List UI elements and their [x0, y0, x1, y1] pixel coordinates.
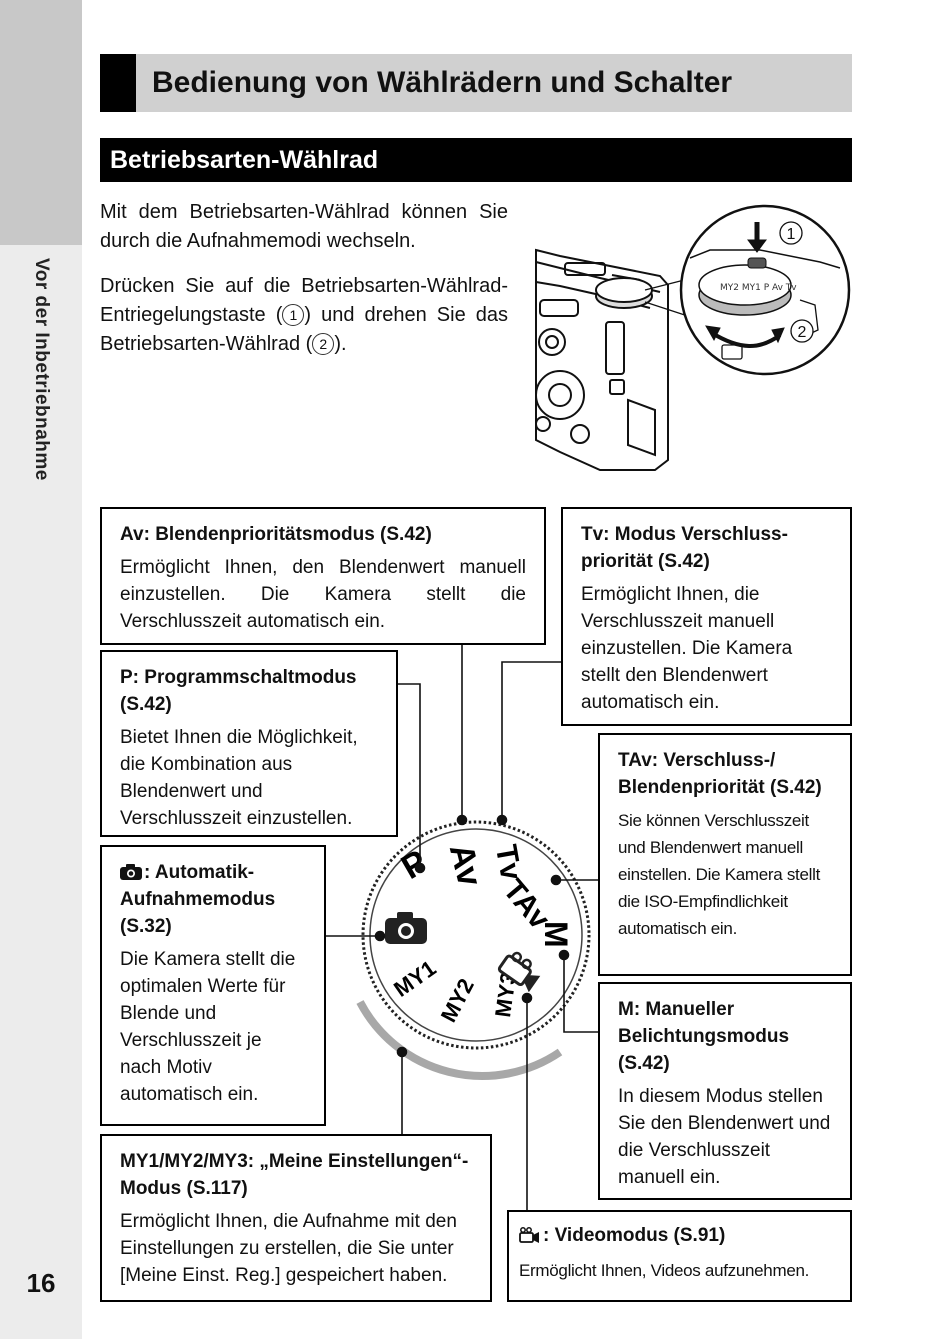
callout-1: 1: [787, 226, 796, 243]
box-auto-mode: : Automatik-Aufnahmemodus (S.32) Die Kam…: [100, 845, 326, 1126]
intro-text-part: Drücken Sie auf die Betriebsarten-Wählra…: [100, 275, 508, 326]
marker-2: 2: [312, 333, 335, 355]
box-p-title: P: Programmschaltmodus (S.42): [120, 667, 357, 715]
box-auto-body: Die Kamera stellt die optimalen Werte fü…: [120, 949, 296, 1105]
callout-2: 2: [798, 324, 807, 341]
box-my-body: Ermöglicht Ihnen, die Aufnahme mit den E…: [120, 1211, 457, 1286]
box-video-title: : Videomodus (S.91): [519, 1222, 840, 1249]
box-tv-body: Ermöglicht Ihnen, die Verschlusszeit man…: [581, 584, 793, 713]
box-m-mode: M: Manueller Belichtungsmodus (S.42) In …: [598, 982, 852, 1200]
section-title: Betriebsarten-Wählrad: [110, 146, 379, 174]
video-camera-icon: [497, 951, 541, 993]
svg-text:MY2 MY1 P Av Tv: MY2 MY1 P Av Tv: [720, 283, 797, 293]
box-tav-title: TAv: Verschluss-/ Blendenpriorität (S.42…: [618, 750, 822, 798]
box-p-body: Bietet Ihnen die Möglichkeit, die Kombin…: [120, 727, 358, 829]
box-auto-title-text: : Automatik-Aufnahmemodus (S.32): [120, 862, 276, 937]
camera-icon: [120, 864, 142, 880]
intro-text-part: ) und drehen Sie das Betriebsarten-Wählr…: [100, 304, 508, 355]
inset-detail: MY2 MY1 P Av Tv: [679, 204, 851, 376]
intro-text-part: ).: [334, 333, 347, 355]
callout-2-badge: [790, 319, 814, 343]
title-marker: [100, 54, 136, 112]
callout-1-badge: [779, 221, 803, 245]
box-tav-body: Sie können Verschlusszeit und Blendenwer…: [618, 811, 821, 938]
box-video-mode: : Videomodus (S.91) Ermöglicht Ihnen, Vi…: [507, 1210, 852, 1302]
side-band-tab: [0, 0, 82, 245]
camera-icon: [385, 912, 427, 944]
box-my-title: MY1/MY2/MY3: „Meine Einstellungen“-Modus…: [120, 1151, 469, 1199]
box-my-mode: MY1/MY2/MY3: „Meine Einstellungen“-Modus…: [100, 1134, 492, 1302]
dial-label-tv: Tv: [489, 842, 528, 883]
box-tv-title: Tv: Modus Verschluss-priorität (S.42): [581, 524, 788, 572]
box-auto-title: : Automatik-Aufnahmemodus (S.32): [120, 859, 306, 940]
box-tv-mode: Tv: Modus Verschluss-priorität (S.42) Er…: [561, 507, 852, 726]
box-av-title: Av: Blendenprioritätsmodus (S.42): [120, 524, 432, 545]
mode-dial: P Av Tv TAv M MY1 MY2 MY3: [356, 820, 591, 1080]
intro-paragraph-1: Mit dem Betriebsarten-Wählrad können Sie…: [100, 201, 508, 252]
box-p-mode: P: Programmschaltmodus (S.42) Bietet Ihn…: [100, 650, 398, 837]
box-m-title: M: Manueller Belichtungsmodus (S.42): [618, 999, 790, 1074]
video-camera-icon: [519, 1227, 539, 1243]
intro-paragraph-2: Drücken Sie auf die Betriebsarten-Wählra…: [100, 272, 508, 359]
section-heading-bar: Betriebsarten-Wählrad: [100, 138, 852, 182]
box-av-body: Ermöglicht Ihnen, den Blendenwert manuel…: [120, 557, 526, 632]
page-title-bar: Bedienung von Wählrädern und Schalter: [100, 54, 852, 112]
box-m-body: In diesem Modus stellen Sie den Blendenw…: [618, 1086, 831, 1188]
marker-1: 1: [282, 304, 305, 326]
connector-lines: [326, 645, 598, 1210]
box-video-title-text: : Videomodus (S.91): [543, 1225, 726, 1246]
page-title: Bedienung von Wählrädern und Schalter: [152, 66, 733, 99]
box-av-mode: Av: Blendenprioritätsmodus (S.42) Ermögl…: [100, 507, 546, 645]
box-tav-mode: TAv: Verschluss-/ Blendenpriorität (S.42…: [598, 733, 852, 976]
page-number: 16: [26, 1268, 56, 1298]
box-video-body: Ermöglicht Ihnen, Videos aufzunehmen.: [519, 1261, 810, 1280]
dial-label-m: M: [538, 921, 574, 948]
camera-illustration: [535, 248, 669, 471]
